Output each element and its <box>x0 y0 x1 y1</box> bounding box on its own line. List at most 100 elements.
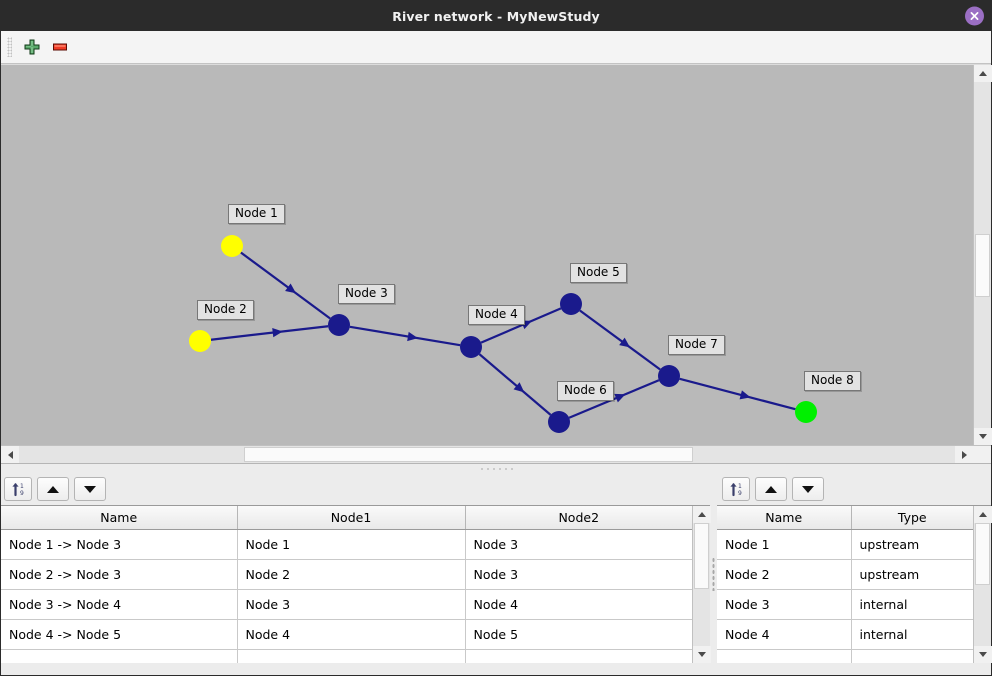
graph-node[interactable] <box>221 235 243 257</box>
table-cell[interactable]: upstream <box>851 529 973 560</box>
nodes-move-down-button[interactable] <box>792 477 824 501</box>
column-header-type[interactable]: Type <box>851 506 973 530</box>
graph-node-label[interactable]: Node 2 <box>197 300 254 320</box>
horizontal-splitter[interactable] <box>1 463 991 473</box>
vertical-scroll-track[interactable] <box>974 523 991 646</box>
graph-node-label[interactable]: Node 1 <box>228 204 285 224</box>
graph-node[interactable] <box>328 314 350 336</box>
table-cell[interactable]: Node 1 <box>237 529 466 560</box>
scroll-up-button[interactable] <box>974 65 992 82</box>
branches-move-up-button[interactable] <box>37 477 69 501</box>
scroll-left-button[interactable] <box>1 446 19 463</box>
graph-node[interactable] <box>460 336 482 358</box>
graph-edge[interactable] <box>579 309 661 371</box>
table-cell[interactable]: internal <box>851 589 973 620</box>
table-cell[interactable]: Node 4 <box>237 619 466 650</box>
table-cell[interactable]: Node 4 -> Node 5 <box>1 619 238 650</box>
scroll-up-button[interactable] <box>974 506 992 523</box>
branches-toolbar: 1 9 <box>1 473 710 505</box>
column-header-node1[interactable]: Node1 <box>237 506 466 530</box>
network-canvas[interactable]: Node 1 Node 2 Node 3 Node 4 Node 5 Node 6 Node… <box>1 65 973 445</box>
vertical-scroll-thumb[interactable] <box>975 234 990 297</box>
toolbar-drag-grip[interactable] <box>7 37 12 57</box>
triangle-down-icon <box>802 485 814 493</box>
vertical-splitter[interactable] <box>710 473 717 675</box>
graph-edge[interactable] <box>210 325 329 341</box>
horizontal-scroll-track[interactable] <box>19 446 955 463</box>
graph-node-label[interactable]: Node 7 <box>668 335 725 355</box>
graph-node-label[interactable]: Node 6 <box>557 381 614 401</box>
vertical-scroll-thumb[interactable] <box>975 523 990 585</box>
table-cell[interactable]: Node 3 <box>717 589 852 620</box>
scroll-up-button[interactable] <box>693 506 711 523</box>
table-cell[interactable]: Node 3 <box>465 559 692 590</box>
scroll-down-button[interactable] <box>974 646 992 663</box>
branches-sort-button[interactable]: 1 9 <box>4 477 32 501</box>
canvas-vertical-scrollbar[interactable] <box>973 65 992 445</box>
table-cell[interactable]: Node 3 <box>237 589 466 620</box>
scroll-right-button[interactable] <box>955 446 973 463</box>
graph-edge[interactable] <box>568 379 660 419</box>
remove-node-button[interactable] <box>46 34 74 60</box>
table-cell[interactable]: Node 3 -> Node 4 <box>1 589 238 620</box>
table-cell[interactable]: Node 1 -> Node 3 <box>1 529 238 560</box>
graph-node[interactable] <box>795 401 817 423</box>
scroll-down-button[interactable] <box>974 428 992 445</box>
graph-edge[interactable] <box>679 377 796 411</box>
graph-node[interactable] <box>658 365 680 387</box>
graph-node[interactable] <box>548 411 570 433</box>
graph-node-label[interactable]: Node 3 <box>338 284 395 304</box>
table-cell[interactable]: Node 5 <box>465 619 692 650</box>
nodes-sort-button[interactable]: 1 9 <box>722 477 750 501</box>
graph-edge[interactable] <box>478 353 552 416</box>
branches-move-down-button[interactable] <box>74 477 106 501</box>
table-row-empty[interactable] <box>1 649 692 663</box>
table-cell[interactable]: upstream <box>851 559 973 590</box>
add-node-button[interactable] <box>18 34 46 60</box>
graph-node-label[interactable]: Node 5 <box>570 263 627 283</box>
table-cell[interactable]: Node 4 <box>717 619 852 650</box>
graph-edge[interactable] <box>349 325 461 347</box>
column-header-node2[interactable]: Node2 <box>465 506 692 530</box>
table-cell[interactable]: Node 4 <box>465 589 692 620</box>
canvas-horizontal-scrollbar[interactable] <box>1 445 991 463</box>
column-header-name[interactable]: Name <box>1 506 238 530</box>
table-cell[interactable]: Node 1 <box>717 529 852 560</box>
column-header-name[interactable]: Name <box>717 506 852 530</box>
table-row-empty[interactable] <box>717 649 973 663</box>
graph-node-label[interactable]: Node 4 <box>468 305 525 325</box>
graph-node[interactable] <box>189 330 211 352</box>
vertical-scroll-thumb[interactable] <box>694 523 709 590</box>
graph-edge[interactable] <box>480 307 562 344</box>
graph-edge[interactable] <box>240 251 331 320</box>
close-button[interactable] <box>965 6 984 26</box>
table-cell[interactable]: Node 2 <box>237 559 466 590</box>
graph-node-label[interactable]: Node 8 <box>804 371 861 391</box>
table-cell[interactable]: Node 2 -> Node 3 <box>1 559 238 590</box>
scroll-down-button[interactable] <box>693 646 711 663</box>
vertical-scroll-track[interactable] <box>974 82 991 428</box>
table-cell[interactable]: Node 3 <box>465 529 692 560</box>
nodes-vertical-scrollbar[interactable] <box>973 506 992 663</box>
table-cell[interactable]: internal <box>851 619 973 650</box>
branches-vertical-scrollbar[interactable] <box>692 506 711 663</box>
nodes-move-up-button[interactable] <box>755 477 787 501</box>
vertical-scroll-track[interactable] <box>693 523 710 646</box>
graph-node[interactable] <box>560 293 582 315</box>
horizontal-scroll-thumb[interactable] <box>243 447 693 462</box>
table-cell[interactable]: Node 2 <box>717 559 852 590</box>
